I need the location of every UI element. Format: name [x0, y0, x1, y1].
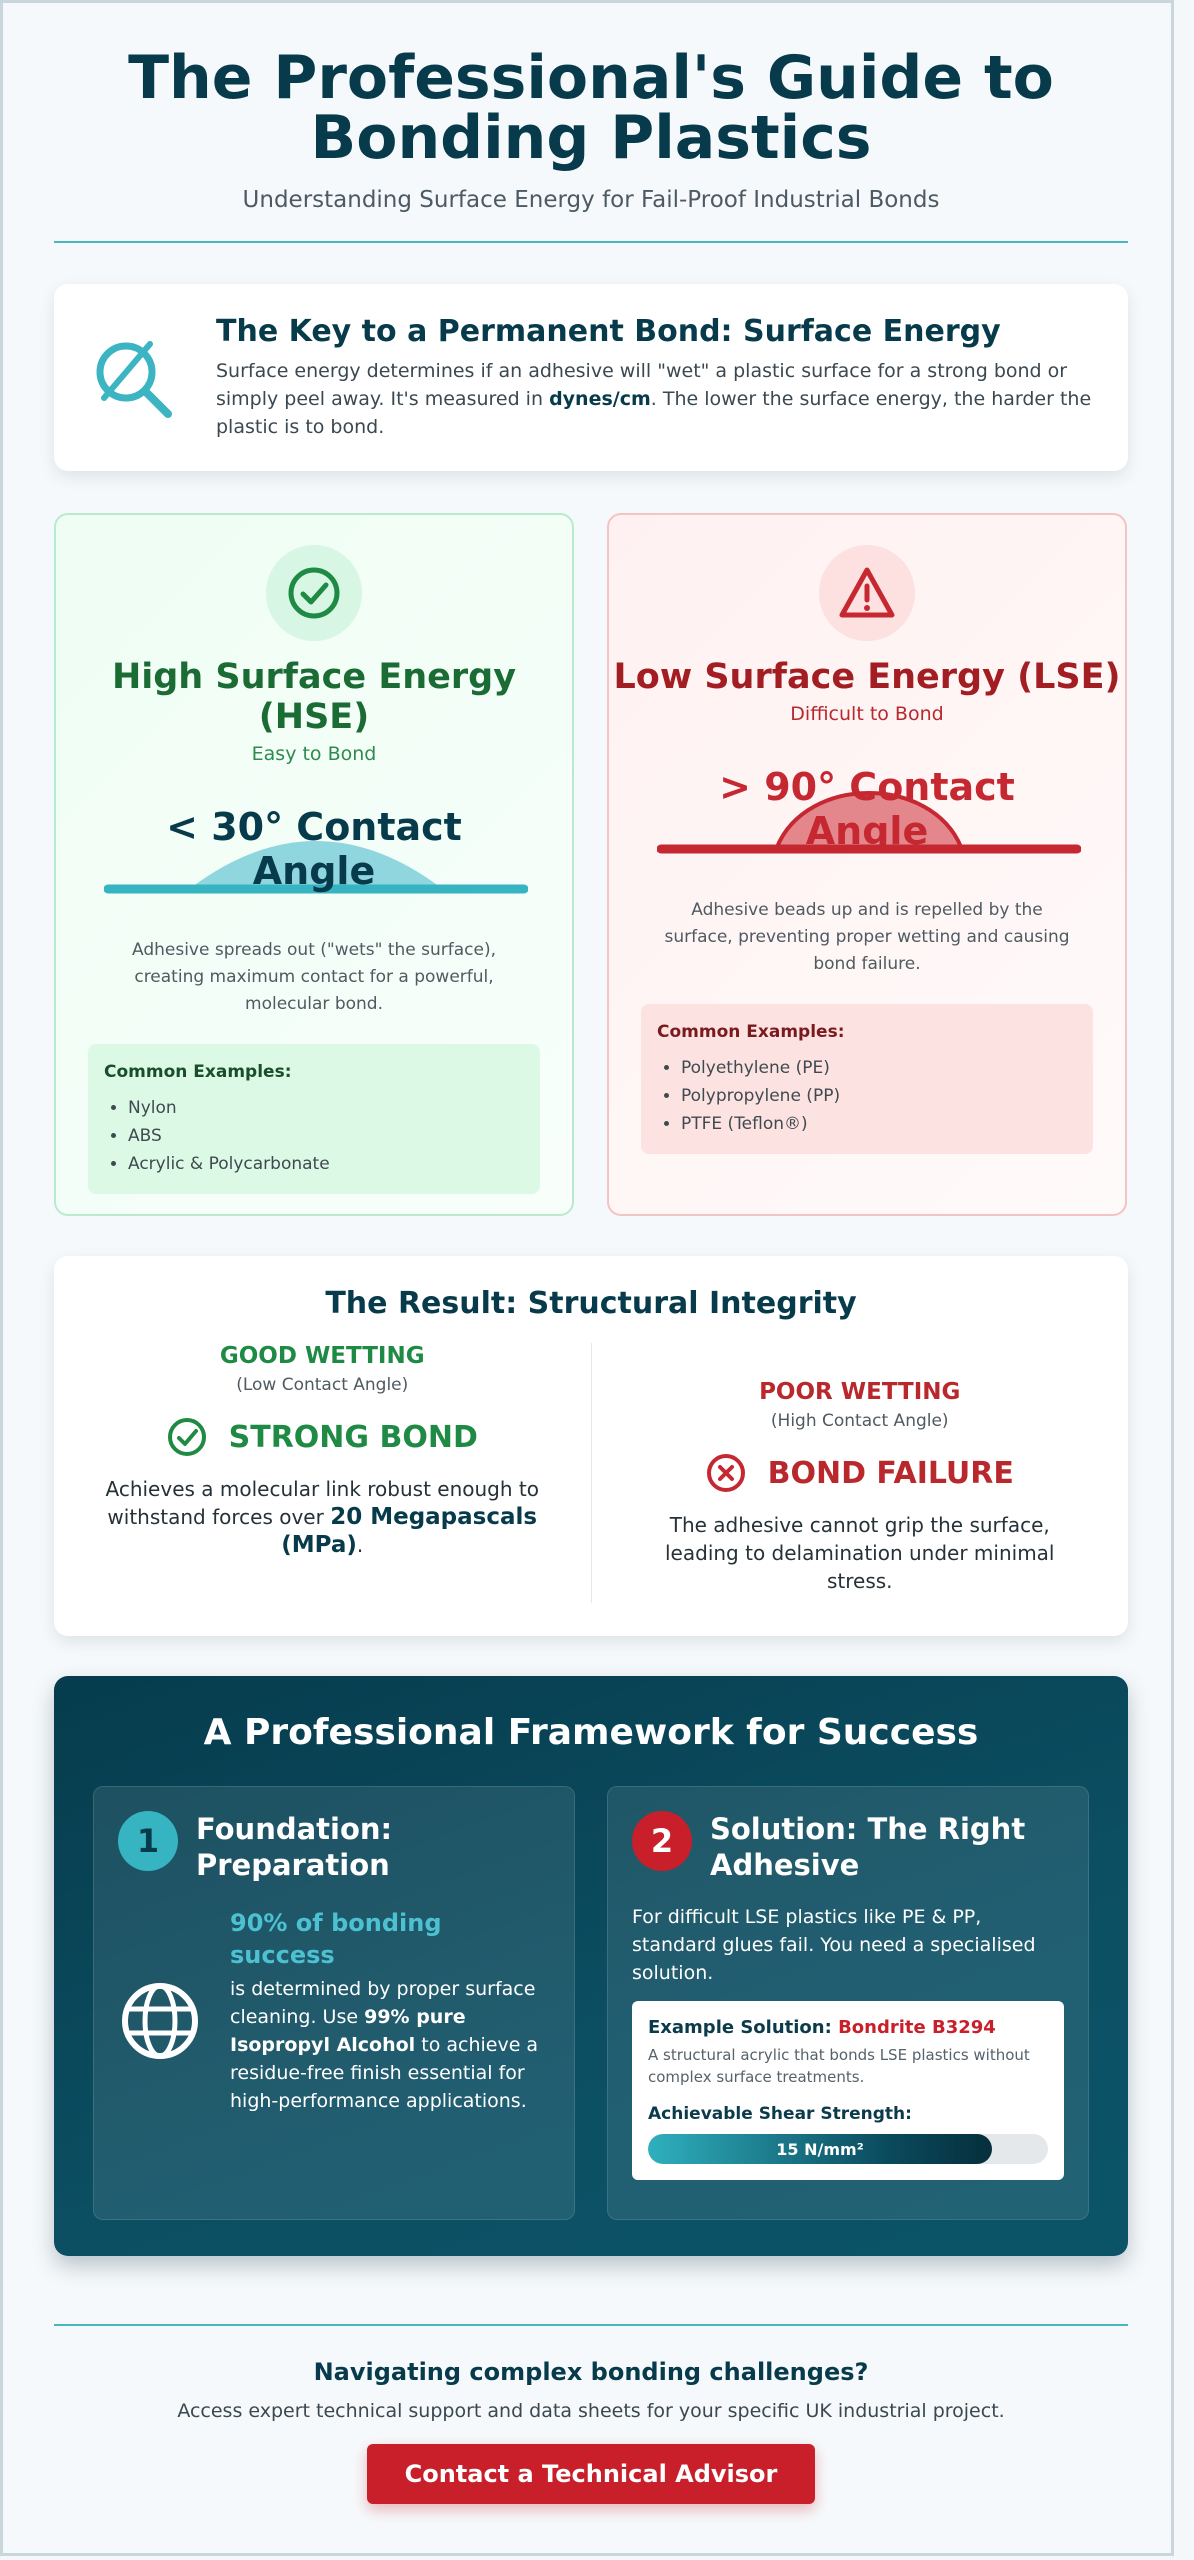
list-item: Nylon [128, 1094, 524, 1122]
check-circle-icon [288, 567, 340, 619]
good-wetting-column: GOOD WETTING (Low Contact Angle) STRONG … [54, 1343, 592, 1603]
divider [54, 241, 1128, 243]
lse-panel: Low Surface Energy (LSE) Difficult to Bo… [607, 513, 1127, 1216]
hse-title: High Surface Energy (HSE) [111, 657, 517, 737]
surface-energy-heading: The Key to a Permanent Bond: Surface Ene… [216, 314, 1001, 349]
lse-description: Adhesive beads up and is repelled by the… [664, 900, 1070, 974]
cta-heading: Navigating complex bonding challenges? [313, 2358, 869, 2386]
magnifier-icon [96, 340, 172, 418]
lse-droplet-diagram [657, 791, 1081, 854]
shear-strength-bar: 15 N/mm² [648, 2134, 1048, 2164]
hse-examples: Common Examples: Nylon ABS Acrylic & Pol… [88, 1044, 540, 1194]
list-item: Acrylic & Polycarbonate [128, 1150, 524, 1178]
lse-examples: Common Examples: Polyethylene (PE) Polyp… [641, 1004, 1093, 1154]
result-card: The Result: Structural Integrity GOOD WE… [54, 1256, 1128, 1636]
bond-failure-label: BOND FAILURE [632, 1453, 1089, 1493]
lse-tag: Difficult to Bond [790, 703, 944, 725]
step-number: 1 [118, 1811, 178, 1871]
surface-energy-text: Surface energy determines if an adhesive… [216, 360, 1092, 438]
framework-heading: A Professional Framework for Success [203, 1712, 979, 1753]
cta-section: Navigating complex bonding challenges? A… [54, 2358, 1128, 2504]
check-circle-icon [167, 1418, 206, 1456]
contact-advisor-button[interactable]: Contact a Technical Advisor [366, 2444, 816, 2504]
globe-icon [122, 1983, 198, 2059]
hse-contact-angle: < 30° Contact Angle [104, 805, 528, 925]
shear-strength-fill: 15 N/mm² [648, 2134, 992, 2164]
lse-title: Low Surface Energy (LSE) [613, 657, 1121, 697]
surface-energy-card: The Key to a Permanent Bond: Surface Ene… [54, 284, 1128, 471]
step-number: 2 [632, 1811, 692, 1871]
hse-panel: High Surface Energy (HSE) Easy to Bond <… [54, 513, 574, 1216]
list-item: Polypropylene (PP) [681, 1082, 1077, 1110]
hse-description: Adhesive spreads out ("wets" the surface… [131, 940, 497, 1014]
hse-tag: Easy to Bond [251, 743, 377, 765]
example-solution-card: Example Solution: Bondrite B3294 A struc… [632, 2001, 1064, 2180]
page-subtitle: Understanding Surface Energy for Fail-Pr… [242, 187, 940, 213]
strong-bond-label: STRONG BOND [94, 1417, 551, 1457]
list-item: PTFE (Teflon®) [681, 1110, 1077, 1138]
warning-triangle-icon [839, 567, 895, 618]
divider [54, 2324, 1128, 2326]
framework-section: A Professional Framework for Success 1 F… [54, 1676, 1128, 2256]
step-1-box: 1 Foundation: Preparation 90% of bonding… [93, 1786, 575, 2220]
result-heading: The Result: Structural Integrity [325, 1286, 857, 1321]
list-item: ABS [128, 1122, 524, 1150]
step-title: Foundation: Preparation [196, 1812, 393, 1882]
list-item: Polyethylene (PE) [681, 1054, 1077, 1082]
step-2-box: 2 Solution: The Right Adhesive For diffi… [607, 1786, 1089, 2220]
poor-wetting-column: POOR WETTING (High Contact Angle) BOND F… [592, 1343, 1129, 1603]
lse-contact-angle: > 90° Contact Angle [657, 765, 1081, 885]
cta-text: Access expert technical support and data… [177, 2400, 1005, 2422]
hse-droplet-diagram [104, 841, 528, 894]
step-title: Solution: The Right Adhesive [710, 1812, 1026, 1882]
x-circle-icon [706, 1454, 745, 1492]
page-title: The Professional's Guide to Bonding Plas… [128, 43, 1054, 173]
